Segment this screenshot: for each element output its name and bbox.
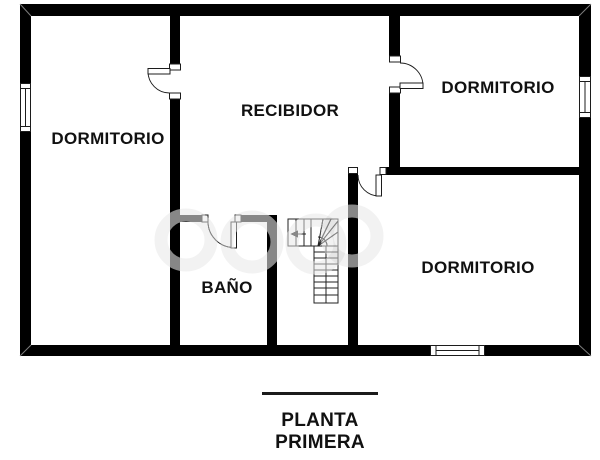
- caption-line-1: PLANTA: [281, 410, 359, 431]
- wall-left-bedroom-upper: [170, 16, 180, 70]
- door-topright-bedroom-icon: [389, 55, 424, 94]
- room-label-dormitorio-bottom-right: DORMITORIO: [421, 258, 535, 277]
- wall-outer-top: [20, 4, 591, 16]
- room-label-dormitorio-left: DORMITORIO: [51, 129, 165, 148]
- watermark-logo-tint: [154, 204, 384, 275]
- wall-hall-bedroom-upper: [389, 16, 400, 62]
- wall-corner-miters: [19, 3, 592, 357]
- window-right-icon: [579, 76, 591, 118]
- plan-caption: PLANTA PRIMERA: [275, 410, 365, 454]
- wall-outer-right: [579, 4, 591, 356]
- window-bottom-icon: [430, 345, 485, 356]
- walls: [20, 4, 591, 356]
- room-label-dormitorio-top-right: DORMITORIO: [441, 78, 555, 97]
- caption-line-2: PRIMERA: [275, 432, 365, 453]
- wall-bathroom-right: [267, 215, 277, 345]
- room-label-bano: BAÑO: [201, 278, 253, 297]
- caption-divider: [262, 392, 378, 395]
- room-label-recibidor: RECIBIDOR: [240, 101, 340, 120]
- wall-topright-bedroom-bottom: [380, 167, 579, 175]
- window-left-icon: [20, 83, 31, 132]
- wall-outer-bottom: [20, 345, 591, 356]
- watermark-logo: [154, 204, 384, 275]
- door-bottomright-bedroom-icon: [348, 167, 387, 197]
- door-left-bedroom-icon: [147, 63, 181, 100]
- wall-hall-bedroom-lower: [389, 87, 400, 167]
- wall-outer-left: [20, 4, 31, 356]
